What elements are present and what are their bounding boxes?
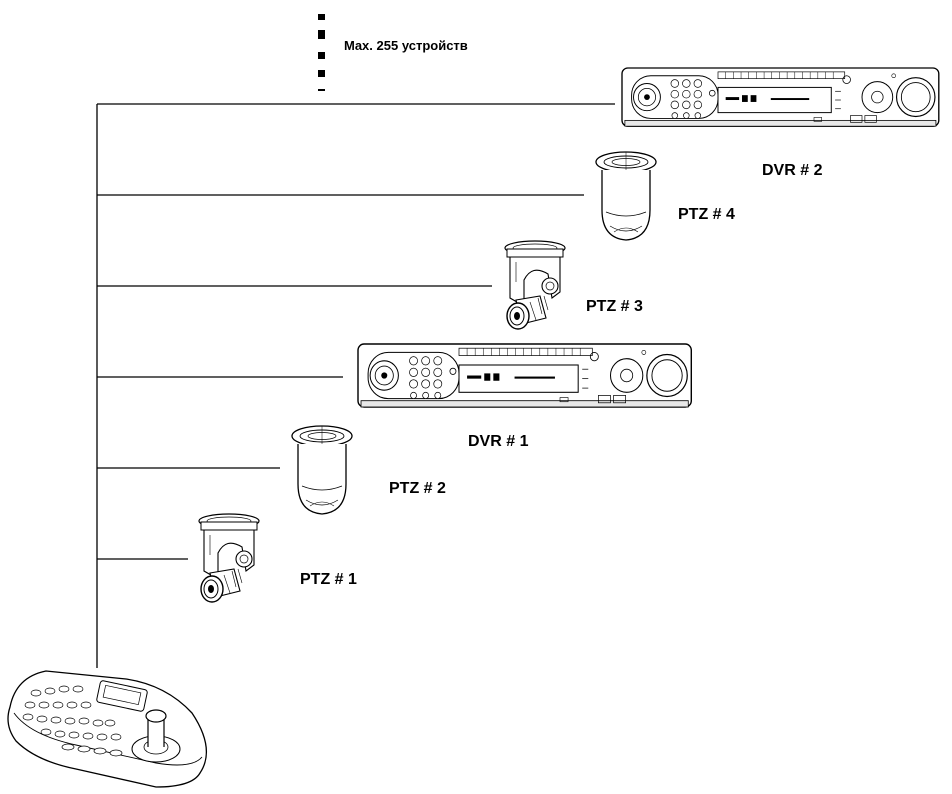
ptz-camera-icon bbox=[198, 513, 260, 603]
ptz-camera-icon bbox=[504, 240, 566, 330]
dvr-1-label: DVR # 1 bbox=[468, 433, 529, 450]
dome-camera-icon bbox=[595, 151, 657, 241]
dvr-icon bbox=[621, 67, 940, 127]
ptz-1-label: PTZ # 1 bbox=[300, 571, 357, 588]
dvr-2-label: DVR # 2 bbox=[762, 162, 823, 179]
keyboard-controller-icon bbox=[7, 670, 207, 788]
bus-lines bbox=[96, 103, 615, 668]
dvr-icon bbox=[357, 343, 693, 408]
max-devices-note: Max. 255 устройств bbox=[344, 38, 468, 53]
ptz-2-label: PTZ # 2 bbox=[389, 480, 446, 497]
ptz-4-label: PTZ # 4 bbox=[678, 206, 735, 223]
continuation-marks bbox=[318, 14, 325, 91]
ptz-3-label: PTZ # 3 bbox=[586, 298, 643, 315]
dome-camera-icon bbox=[291, 425, 353, 515]
